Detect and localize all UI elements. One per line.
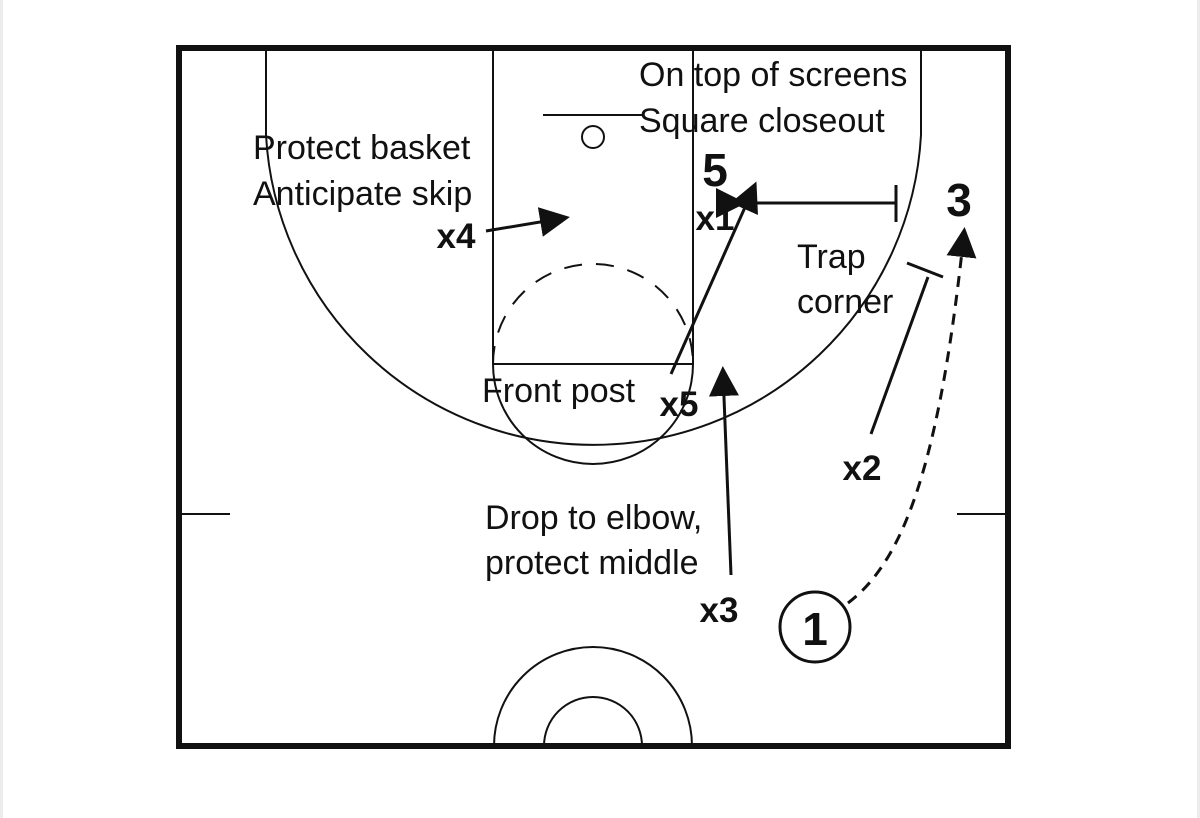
x2-trap-stop [906,261,944,279]
note-x4-line1: Protect basket [253,129,471,167]
note-x1-line2: Square closeout [639,102,885,140]
note-x2-line1: Trap [797,238,866,276]
defender-x5: x5 [660,385,699,424]
note-x3-line2: protect middle [485,544,699,582]
note-x2-line2: corner [797,283,893,321]
defender-x1: x1 [696,199,735,238]
note-x3-line1: Drop to elbow, [485,499,702,537]
note-x4-line2: Anticipate skip [253,175,472,213]
free-throw-circle-dashed [492,263,694,365]
player-1: 1 [802,603,828,655]
x3-arrow [708,366,739,576]
x2-trap-line [869,276,930,435]
defender-x4: x4 [437,217,476,256]
center-circle-inner [543,696,643,747]
page-edge-right [1197,0,1200,818]
lane-key [492,49,694,365]
center-circle-outer [493,646,693,747]
note-x1-line1: On top of screens [639,56,907,94]
court-boundary [176,45,1011,749]
defender-x3: x3 [700,591,739,630]
three-point-arc [265,50,922,446]
free-throw-circle-solid [492,363,694,465]
page-edge-left [0,0,3,818]
player-1-circle [778,590,852,664]
pass-1-to-3 [847,227,977,605]
defender-x2: x2 [843,449,882,488]
x4-arrow [485,207,570,237]
rim [581,125,605,149]
x5-arrow [669,181,758,375]
player-5: 5 [702,144,728,196]
note-x5: Front post [482,372,636,410]
player-3: 3 [946,174,972,226]
